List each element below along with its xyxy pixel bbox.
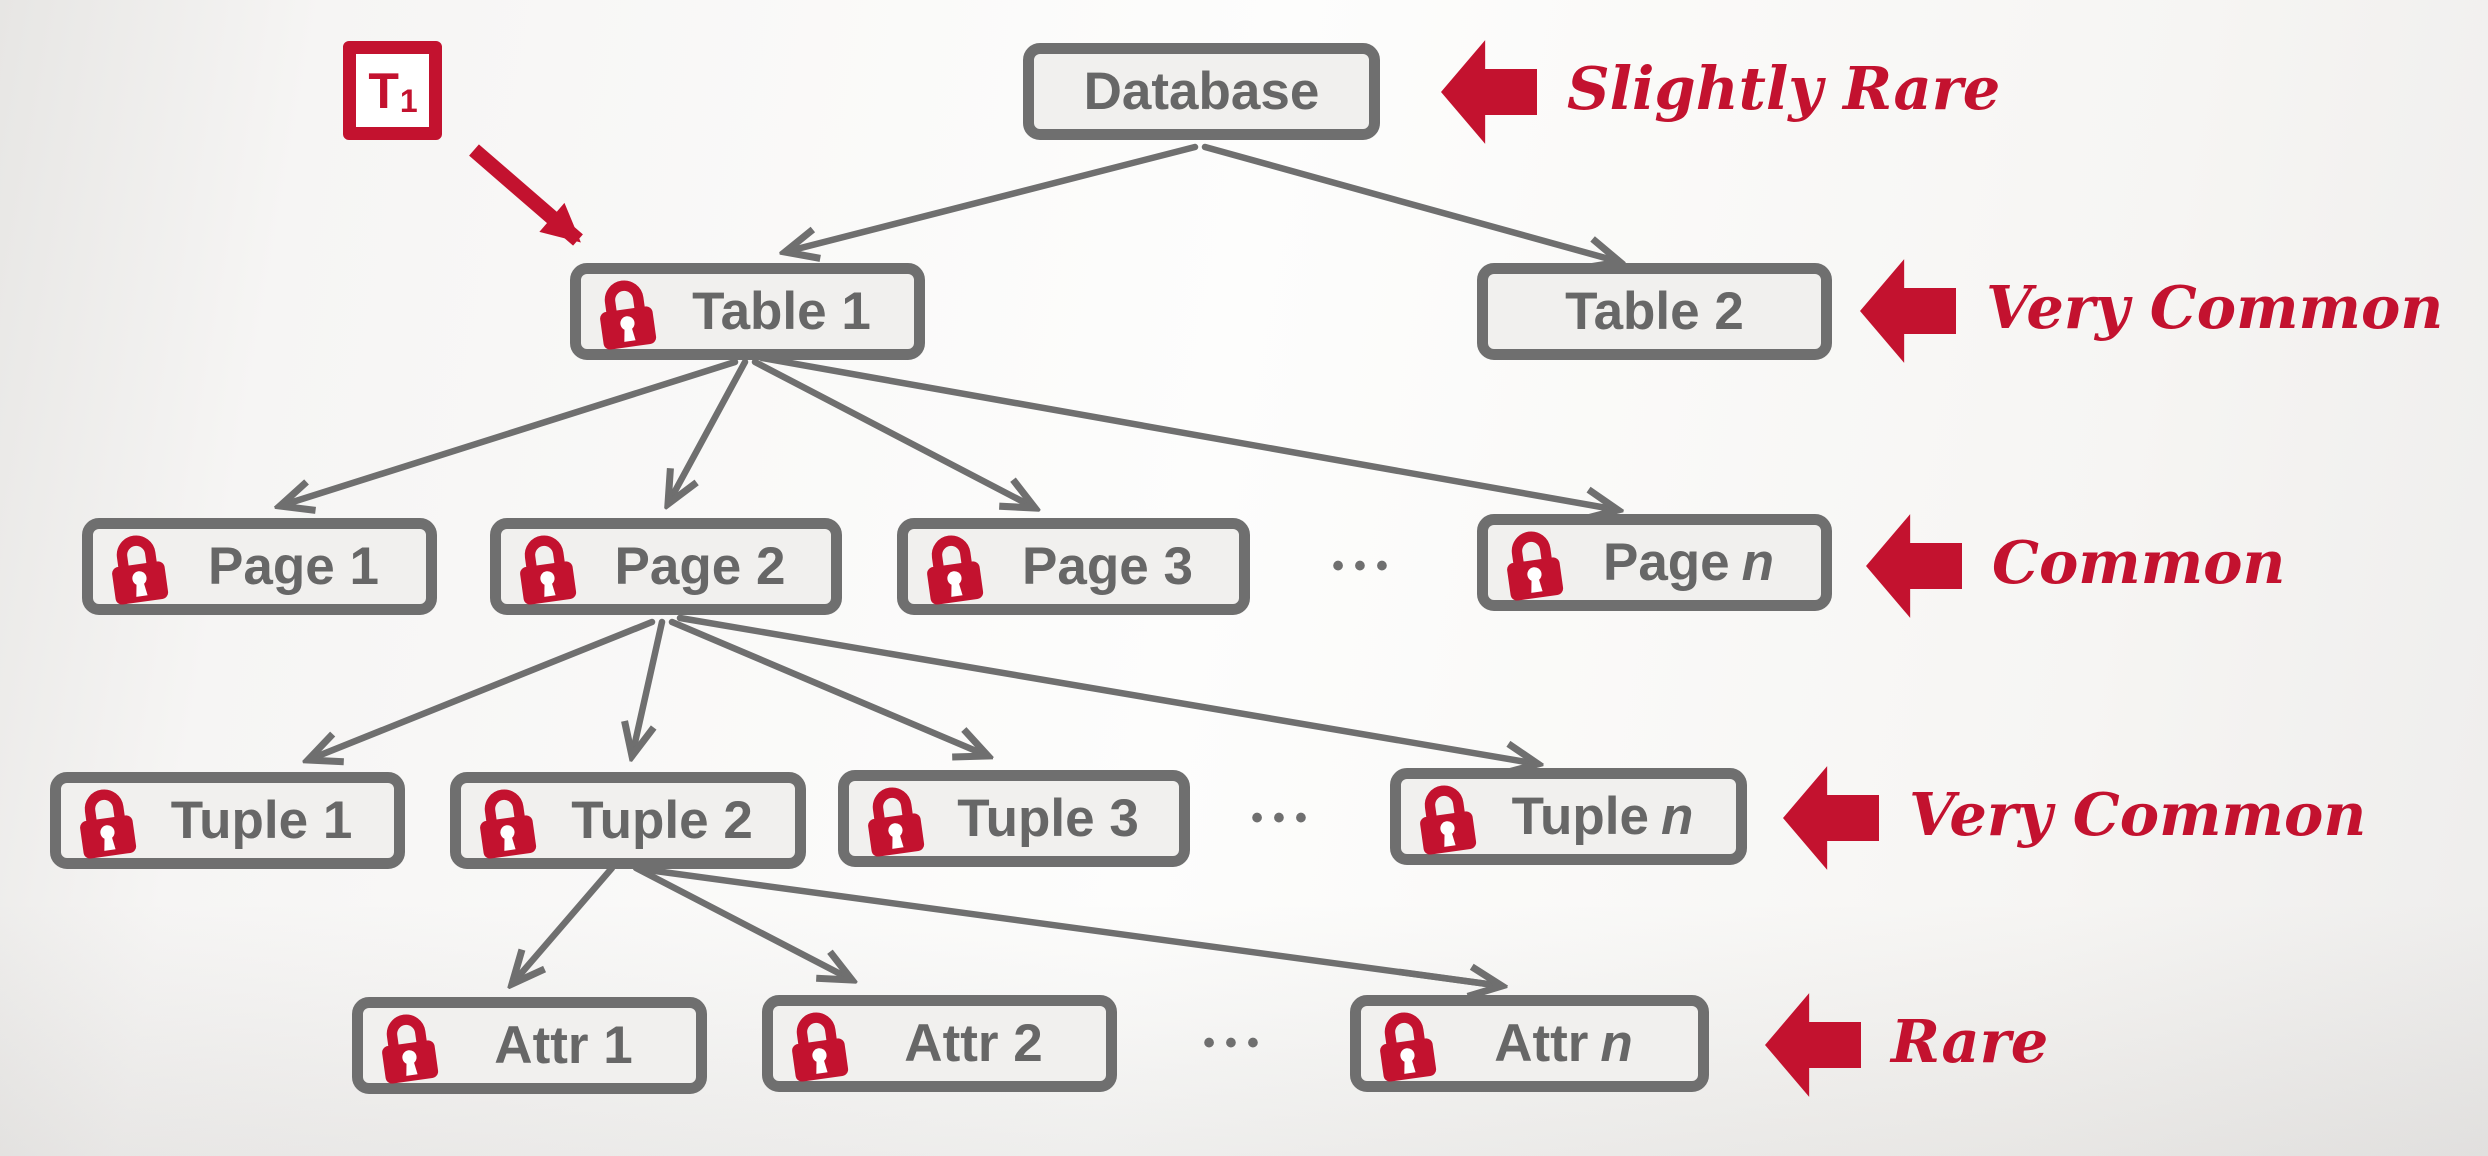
node-attr2: Attr 2 bbox=[762, 995, 1117, 1092]
edge-page2-tuplen bbox=[676, 614, 1538, 764]
transaction-label: T bbox=[368, 62, 399, 119]
lock-icon bbox=[510, 529, 581, 607]
node-var: n bbox=[1661, 787, 1694, 846]
block-arrow-left-icon bbox=[1860, 255, 1956, 367]
block-arrow-left-icon bbox=[1441, 36, 1537, 148]
node-database: Database bbox=[1023, 43, 1380, 140]
lock-icon bbox=[102, 529, 173, 607]
ellipsis-attrs: ••• bbox=[1203, 1024, 1269, 1062]
lock-icon bbox=[858, 781, 929, 859]
edge-database-table2 bbox=[1201, 143, 1620, 262]
node-tuple2: Tuple 2 bbox=[450, 772, 806, 869]
edge-tuple2-attrn-head bbox=[1396, 972, 1502, 986]
block-arrow-left-icon bbox=[1783, 762, 1879, 874]
edge-tuple2-attrn bbox=[644, 866, 1506, 990]
annotation-label: Rare bbox=[1891, 1006, 2049, 1076]
node-table1: Table 1 bbox=[570, 263, 925, 360]
lock-icon bbox=[917, 529, 988, 607]
node-label: Attr 1 bbox=[494, 1016, 633, 1075]
edge-page2-tuple1 bbox=[308, 618, 656, 760]
lock-icon bbox=[782, 1006, 853, 1084]
annotation-page: Common bbox=[1866, 510, 2285, 622]
transaction-arrow bbox=[469, 144, 583, 246]
annotation-database: Slightly Rare bbox=[1441, 36, 2000, 148]
edge-tuple2-attr2 bbox=[632, 864, 852, 980]
node-page1: Page 1 bbox=[82, 518, 437, 615]
node-attr1: Attr 1 bbox=[352, 997, 707, 1094]
node-table2: Table 2 bbox=[1477, 263, 1832, 360]
node-label: Page 1 bbox=[208, 537, 379, 596]
node-tuple1: Tuple 1 bbox=[50, 772, 405, 869]
node-label: Page 2 bbox=[614, 537, 786, 596]
node-var: n bbox=[1600, 1014, 1633, 1073]
node-label: Tuple bbox=[1511, 787, 1650, 846]
lock-icon bbox=[70, 783, 141, 861]
node-tuple3: Tuple 3 bbox=[838, 770, 1190, 867]
edge-page2-tuple3 bbox=[668, 618, 988, 756]
node-label: Page bbox=[1602, 533, 1730, 592]
node-label: Attr bbox=[1494, 1014, 1589, 1073]
lock-icon bbox=[372, 1008, 443, 1086]
annotation-table: Very Common bbox=[1860, 255, 2443, 367]
ellipsis-pages: ••• bbox=[1332, 547, 1398, 585]
block-arrow-left-icon bbox=[1765, 989, 1861, 1101]
edge-tuple2-attr1 bbox=[512, 864, 616, 984]
node-label: Database bbox=[1083, 62, 1320, 121]
lock-icon bbox=[1370, 1006, 1441, 1084]
node-label: Page 3 bbox=[1022, 537, 1193, 596]
edge-page2-tuple2 bbox=[632, 618, 666, 756]
edge-table1-pagen bbox=[758, 354, 1618, 510]
edge-table1-page3 bbox=[751, 358, 1035, 508]
node-label: Tuple 3 bbox=[957, 789, 1139, 848]
edge-table1-page1 bbox=[280, 358, 739, 506]
lock-icon bbox=[1410, 779, 1481, 857]
annotation-label: Very Common bbox=[1909, 779, 2367, 849]
annotation-label: Slightly Rare bbox=[1567, 53, 2001, 123]
node-label: Tuple 1 bbox=[170, 791, 353, 850]
node-label: Tuple 2 bbox=[571, 791, 753, 850]
annotation-attr: Rare bbox=[1765, 989, 2048, 1101]
lock-icon bbox=[1497, 525, 1568, 603]
block-arrow-left-icon bbox=[1866, 510, 1962, 622]
edge-table1-page2 bbox=[668, 358, 749, 504]
ellipsis-tuples: ••• bbox=[1251, 799, 1317, 837]
node-var: n bbox=[1741, 533, 1775, 592]
lock-icon bbox=[470, 783, 541, 861]
node-label: Table 1 bbox=[692, 282, 871, 341]
annotation-tuple: Very Common bbox=[1783, 762, 2366, 874]
node-page2: Page 2 bbox=[490, 518, 842, 615]
lock-icon bbox=[590, 274, 661, 352]
edge-database-table1 bbox=[785, 143, 1199, 252]
annotation-label: Very Common bbox=[1986, 272, 2444, 342]
node-page3: Page 3 bbox=[897, 518, 1250, 615]
node-label: Attr 2 bbox=[904, 1014, 1043, 1073]
node-label: Table 2 bbox=[1565, 282, 1744, 341]
annotation-label: Common bbox=[1992, 527, 2286, 597]
